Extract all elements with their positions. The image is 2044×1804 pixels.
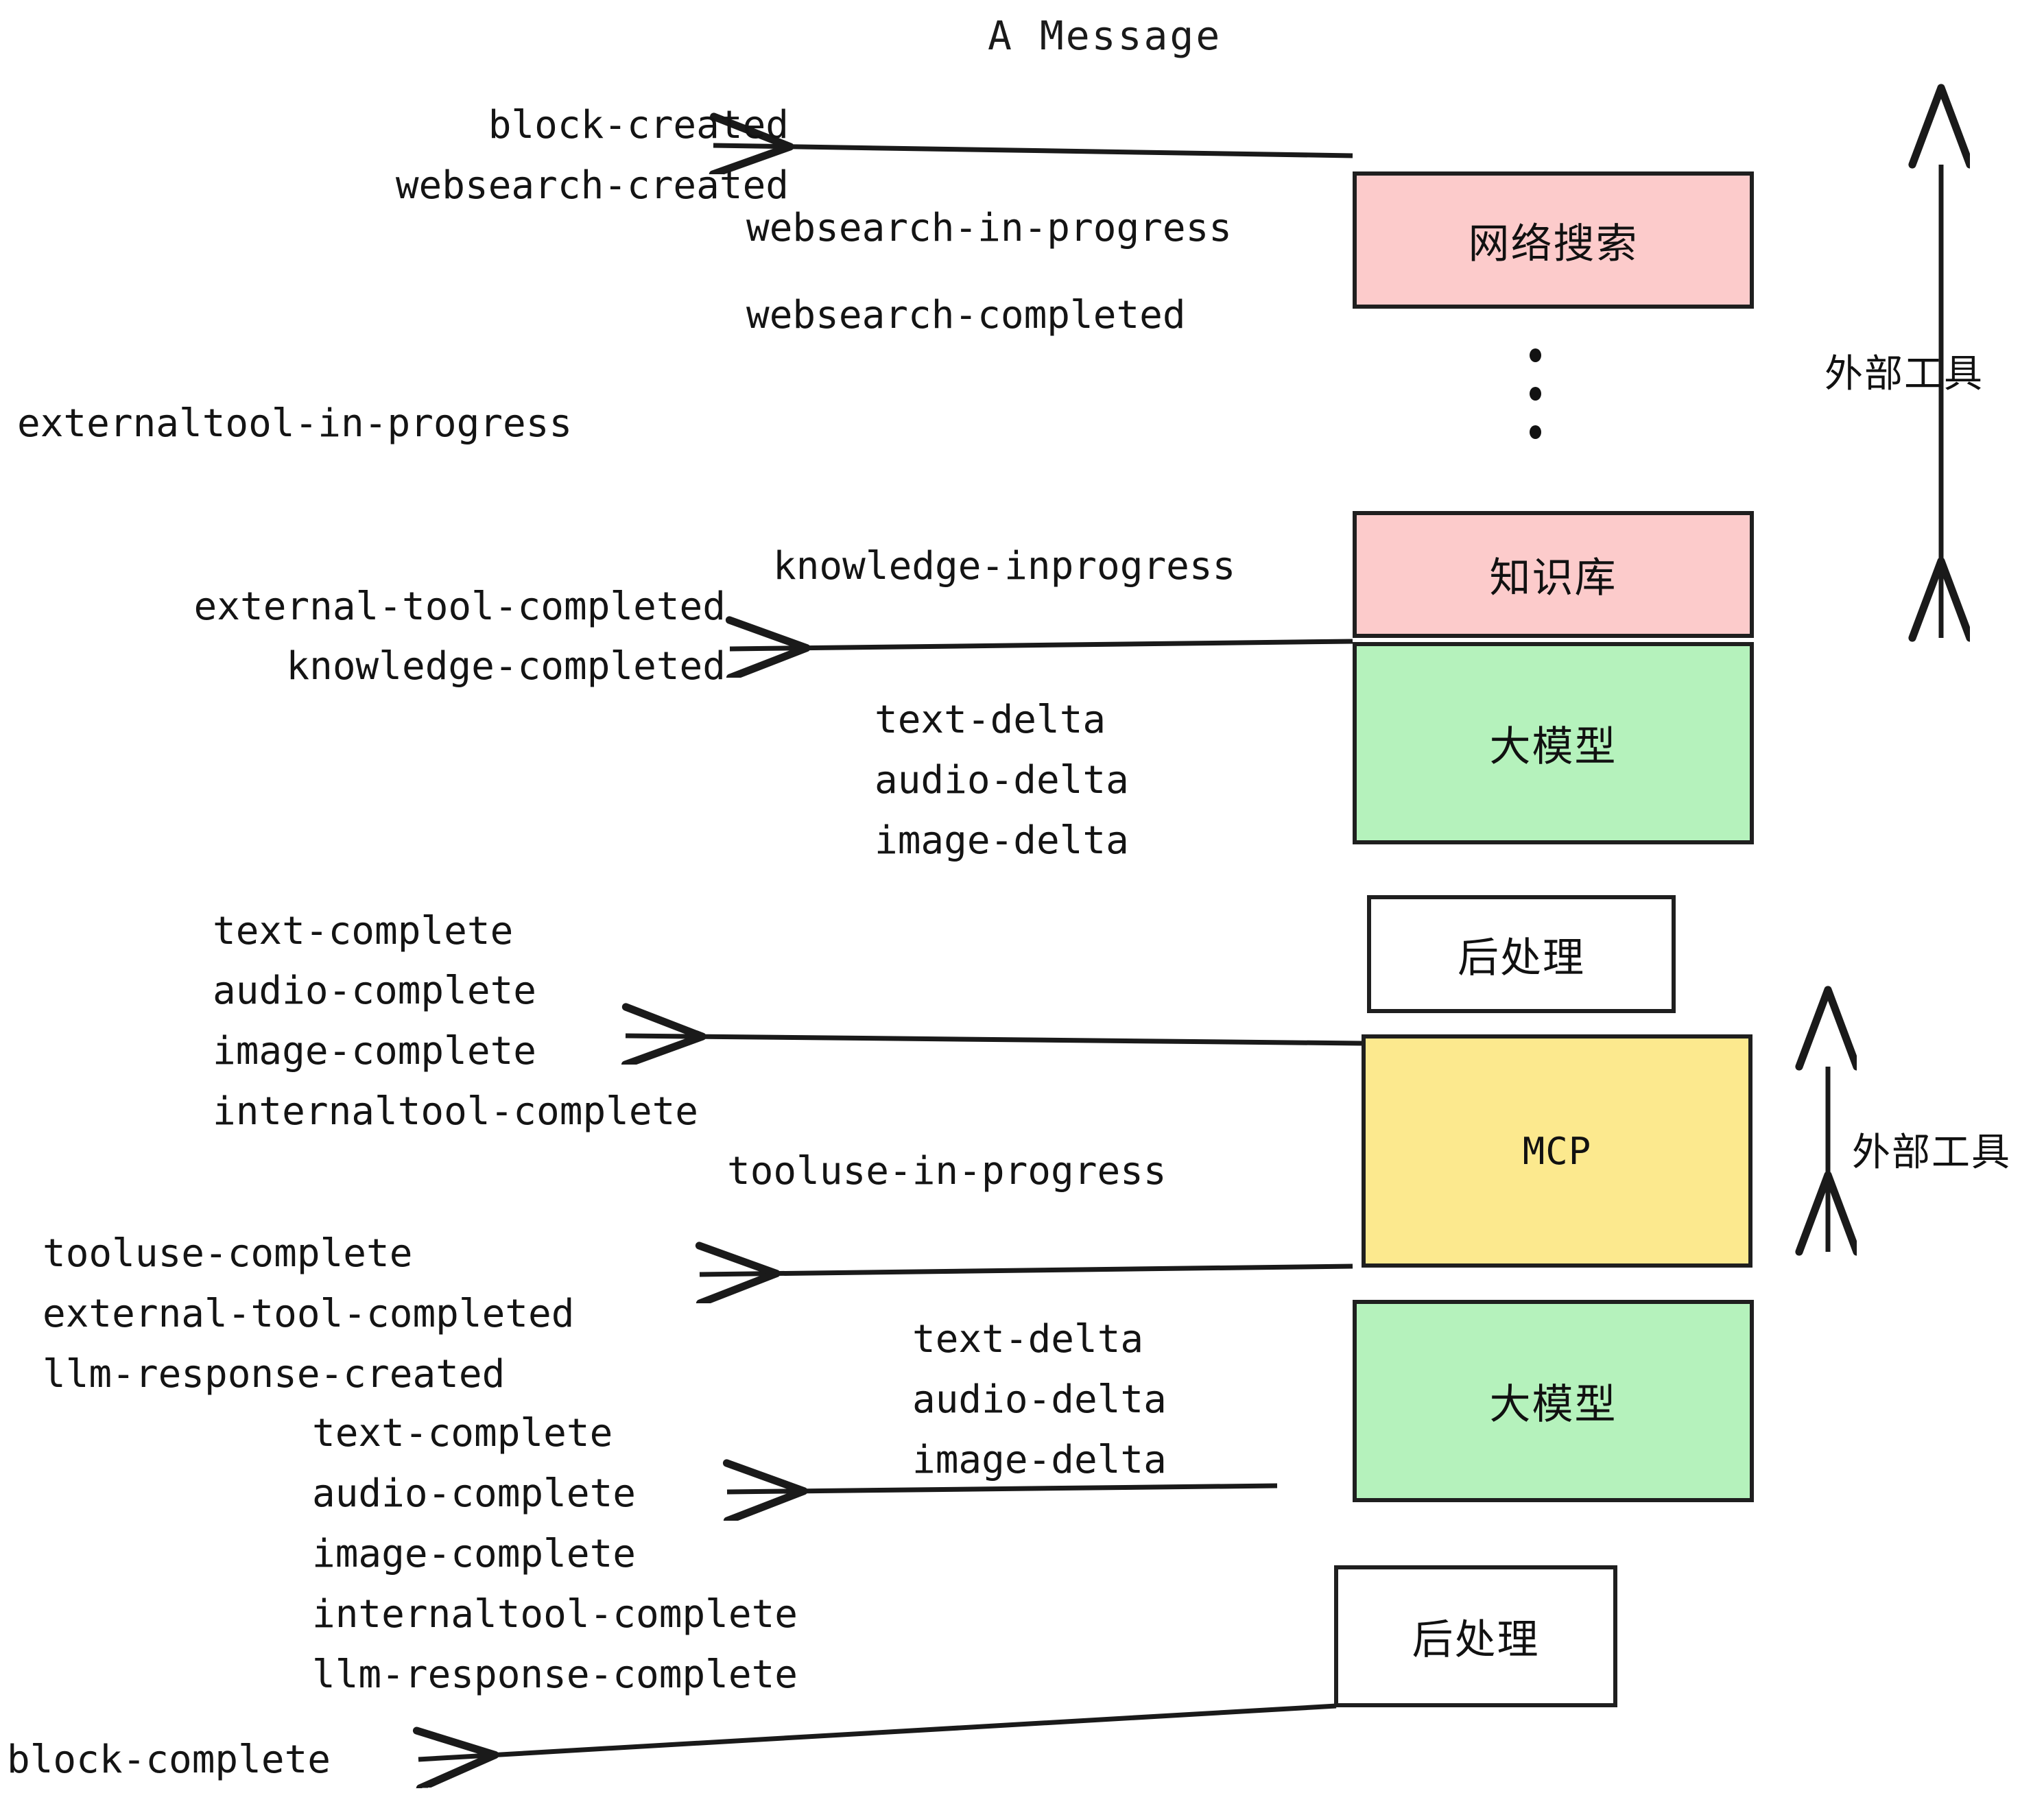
- event-label-block-created: block-created: [488, 103, 789, 147]
- node-llm-lower-label: 大模型: [1489, 1381, 1617, 1429]
- ellipsis-dot: [1530, 425, 1541, 439]
- event-label-llm-response-complete: llm-response-complete: [312, 1652, 798, 1697]
- page-title: A Message: [988, 12, 1222, 59]
- ellipsis-dot: [1530, 348, 1541, 362]
- side-label-text: 外部工具: [1825, 352, 1984, 396]
- node-postprocess-2[interactable]: 后处理: [1334, 1565, 1617, 1707]
- event-label-tooluse-complete: tooluse-complete: [43, 1231, 413, 1276]
- event-label-image-complete-1: image-complete: [213, 1029, 537, 1073]
- side-label-external-tools-bottom: 外部工具: [1852, 1121, 2011, 1177]
- event-label-image-delta-upper: image-delta: [875, 818, 1129, 863]
- event-label-knowledge-inprogress: knowledge-inprogress: [773, 544, 1236, 589]
- event-label-audio-delta-upper: audio-delta: [875, 758, 1129, 803]
- event-label-audio-delta-lower: audio-delta: [912, 1377, 1167, 1422]
- node-postprocess-1-label: 后处理: [1458, 934, 1585, 982]
- event-label-internaltool-complete-1: internaltool-complete: [213, 1089, 699, 1134]
- event-label-audio-complete-2: audio-complete: [312, 1471, 637, 1516]
- node-knowledge[interactable]: 知识库: [1353, 511, 1754, 638]
- node-knowledge-label: 知识库: [1489, 554, 1617, 602]
- node-llm-upper[interactable]: 大模型: [1353, 642, 1754, 844]
- node-websearch[interactable]: 网络搜索: [1353, 171, 1754, 309]
- event-label-text-complete-2: text-complete: [312, 1411, 613, 1456]
- arrow-knowledge-to-completed: [730, 641, 1353, 649]
- event-label-tooluse-in-progress: tooluse-in-progress: [727, 1149, 1167, 1194]
- arrow-mcp-to-tooluse-complete: [700, 1266, 1353, 1274]
- arrow-postprocess-to-block-complete: [418, 1703, 1337, 1759]
- event-label-websearch-created: websearch-created: [395, 163, 789, 208]
- event-label-externaltool-in-progress: externaltool-in-progress: [17, 401, 573, 446]
- node-postprocess-2-label: 后处理: [1412, 1616, 1540, 1664]
- event-label-websearch-completed: websearch-completed: [746, 293, 1186, 337]
- side-label-text: 外部工具: [1852, 1130, 2011, 1175]
- node-websearch-label: 网络搜索: [1468, 219, 1639, 268]
- event-label-text-complete-1: text-complete: [213, 909, 514, 953]
- arrow-llm-upper-to-image-complete: [626, 1036, 1362, 1043]
- vertical-ellipsis: [1530, 348, 1541, 439]
- event-label-image-complete-2: image-complete: [312, 1532, 637, 1576]
- event-label-internaltool-complete-2: internaltool-complete: [312, 1592, 798, 1637]
- event-label-llm-response-created: llm-response-created: [43, 1352, 506, 1397]
- node-postprocess-1[interactable]: 后处理: [1367, 895, 1676, 1013]
- event-label-text-delta-upper: text-delta: [875, 698, 1106, 742]
- side-label-external-tools-top: 外部工具: [1825, 343, 1984, 399]
- event-label-image-delta-lower: image-delta: [912, 1438, 1167, 1482]
- node-mcp-label: MCP: [1522, 1129, 1592, 1173]
- ellipsis-dot: [1530, 387, 1541, 401]
- event-label-external-tool-completed-2: external-tool-completed: [43, 1292, 575, 1336]
- arrow-llm-lower-to-audio-complete: [727, 1486, 1278, 1492]
- event-label-knowledge-completed: knowledge-completed: [286, 644, 726, 689]
- node-llm-lower[interactable]: 大模型: [1353, 1300, 1754, 1502]
- node-llm-upper-label: 大模型: [1489, 723, 1617, 771]
- node-mcp[interactable]: MCP: [1362, 1034, 1752, 1268]
- event-label-audio-complete-1: audio-complete: [213, 969, 537, 1013]
- event-label-external-tool-completed-1: external-tool-completed: [193, 584, 726, 629]
- event-label-websearch-in-progress: websearch-in-progress: [746, 206, 1233, 250]
- event-label-text-delta-lower: text-delta: [912, 1317, 1144, 1362]
- arrow-websearch-to-block-created: [713, 145, 1353, 156]
- event-label-block-complete: block-complete: [7, 1737, 331, 1782]
